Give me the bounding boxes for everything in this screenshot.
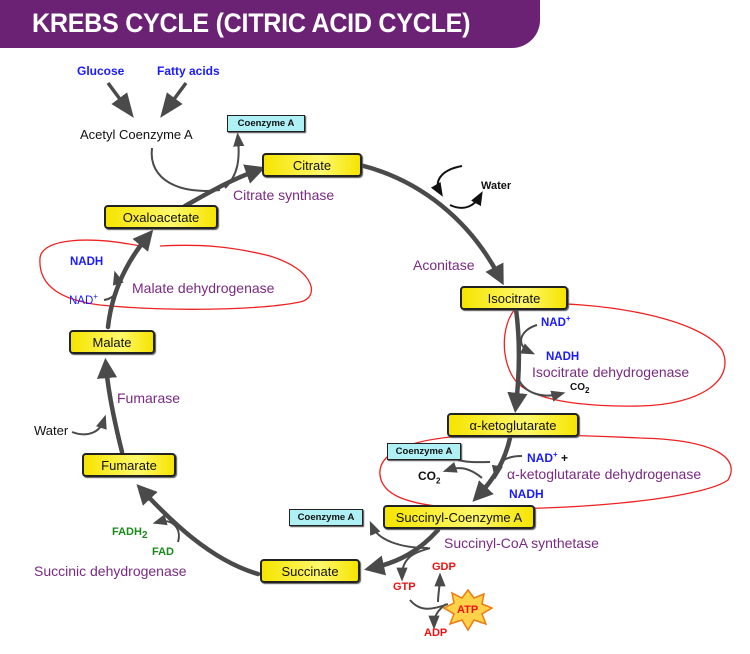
annotation-circles xyxy=(39,239,732,510)
annotation-malate-dh xyxy=(39,239,312,310)
enzyme-succinyl-coa-synthetase: Succinyl-CoA synthetase xyxy=(444,535,599,551)
arrow-water-fumarase xyxy=(71,414,107,436)
malate-nadh: NADH xyxy=(70,256,104,268)
arrow-coa-out-1 xyxy=(224,132,245,189)
arrow-to-gdp xyxy=(434,572,446,603)
enzyme-fumarase: Fumarase xyxy=(117,390,181,406)
water-label-aconitase: Water xyxy=(481,180,512,192)
enzyme-malate-dehydrogenase: Malate dehydrogenase xyxy=(132,280,275,296)
acetyl-coa-label: Acetyl Coenzyme A xyxy=(80,127,193,142)
arrow-glucose xyxy=(106,81,134,118)
coenzyme-a-box-succinyl: Coenzyme A xyxy=(289,509,363,526)
arrow-gdp-gtp xyxy=(396,547,431,582)
atp-label: ATP xyxy=(457,604,479,616)
arrow-akg-succinylcoa xyxy=(472,435,513,502)
malate-nad-plus: NAD+ xyxy=(69,292,98,307)
arrow-citrate-isocitrate xyxy=(357,162,504,286)
arrow-to-adp xyxy=(428,603,447,630)
annotation-akg-dh xyxy=(379,434,732,510)
arrow-succinate-fumarate xyxy=(136,484,261,577)
isocitrate-co2: CO2 xyxy=(570,382,589,395)
title-banner: KREBS CYCLE (CITRIC ACID CYCLE) xyxy=(0,0,540,48)
arrow-akg-co2 xyxy=(442,462,483,479)
fatty-acids-label: Fatty acids xyxy=(157,64,220,78)
enzyme-succinic-dehydrogenase: Succinic dehydrogenase xyxy=(34,563,187,579)
arrow-malate-nad xyxy=(103,270,124,301)
akg-nadh: NADH xyxy=(509,487,544,501)
arrow-isocitrate-akg xyxy=(507,306,528,414)
water-label-fumarase: Water xyxy=(34,423,69,438)
adp-label: ADP xyxy=(424,627,448,639)
gtp-label: GTP xyxy=(393,581,416,593)
fadh2-label: FADH2 xyxy=(112,526,148,541)
co-text: CO xyxy=(570,382,585,393)
gdp-label: GDP xyxy=(432,561,456,573)
arrow-succ-coa-out xyxy=(369,520,429,549)
coenzyme-a-box-citrate: Coenzyme A xyxy=(227,115,305,132)
subscript-2: 2 xyxy=(436,476,441,486)
arrow-water-aconitase-in xyxy=(430,165,463,197)
node-alpha-ketoglutarate: α-ketoglutarate xyxy=(447,413,579,437)
plus-superscript: + xyxy=(565,314,571,323)
annotation-isocitrate-dh xyxy=(503,302,726,407)
plus-sign: + xyxy=(561,451,569,465)
plus-superscript: + xyxy=(553,450,558,459)
enzyme-isocitrate-dehydrogenase: Isocitrate dehydrogenase xyxy=(532,364,690,380)
fad-label: FAD xyxy=(152,546,174,558)
arrow-oxaloacetate-citrate xyxy=(182,164,266,209)
node-fumarate: Fumarate xyxy=(82,453,176,477)
node-citrate: Citrate xyxy=(262,153,362,177)
arrow-water-aconitase-out xyxy=(449,191,483,209)
subscript-2: 2 xyxy=(141,530,148,542)
nad-text: NAD xyxy=(527,451,553,465)
enzyme-akg-dehydrogenase: α-ketoglutarate dehydrogenase xyxy=(507,466,702,482)
node-malate: Malate xyxy=(69,330,155,354)
glucose-label: Glucose xyxy=(77,64,125,78)
akg-nad-plus: NAD+ + xyxy=(527,450,568,465)
node-succinyl-coa: Succinyl-Coenzyme A xyxy=(383,505,535,529)
nad-text: NAD xyxy=(69,294,94,307)
node-oxaloacetate: Oxaloacetate xyxy=(104,205,218,229)
subscript-2: 2 xyxy=(585,386,590,395)
arrow-acetylcoa-in xyxy=(150,147,221,192)
arrow-akg-nad xyxy=(491,455,523,480)
arrow-akg-coa-in xyxy=(457,459,491,464)
page-title: KREBS CYCLE (CITRIC ACID CYCLE) xyxy=(32,8,471,38)
arrow-fumarate-malate xyxy=(96,357,125,455)
atp-burst xyxy=(442,588,494,632)
arrow-fatty-acids xyxy=(160,81,188,118)
arrow-fad-fadh2 xyxy=(152,514,180,543)
nad-text: NAD xyxy=(541,316,566,329)
isocitrate-nadh: NADH xyxy=(546,351,580,363)
enzyme-citrate-synthase: Citrate synthase xyxy=(233,187,335,203)
co-text: CO xyxy=(418,469,436,483)
plus-superscript: + xyxy=(93,292,98,301)
fadh-text: FADH xyxy=(112,526,142,538)
arrow-succinylcoa-succinate xyxy=(364,527,441,576)
enzyme-aconitase: Aconitase xyxy=(413,257,475,273)
isocitrate-nad-plus: NAD+ xyxy=(541,314,571,329)
akg-co2: CO2 xyxy=(418,469,440,485)
node-isocitrate: Isocitrate xyxy=(460,286,568,310)
coenzyme-a-box-akg: Coenzyme A xyxy=(387,443,461,460)
arrow-isocitrate-nad xyxy=(520,324,538,355)
node-succinate: Succinate xyxy=(260,559,360,583)
arrow-isocitrate-co2 xyxy=(517,377,566,402)
